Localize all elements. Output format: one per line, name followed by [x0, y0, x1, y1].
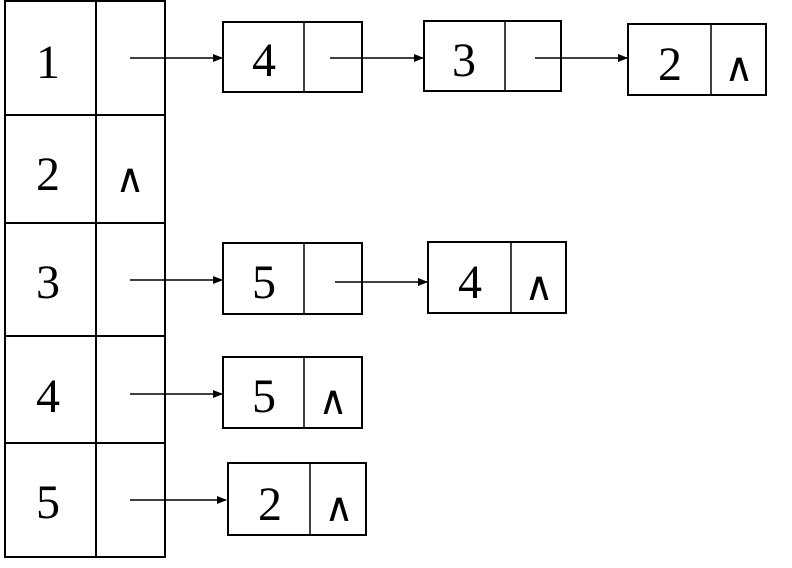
node-value: 5 — [252, 256, 276, 309]
list-node: 2 ∧ — [227, 462, 367, 536]
vertex-table — [4, 0, 166, 558]
null-pointer-symbol: ∧ — [324, 485, 353, 530]
null-pointer-symbol: ∧ — [115, 156, 144, 201]
vertex-label: 2 — [36, 148, 60, 201]
node-box — [427, 241, 567, 314]
list-node: 4 — [222, 21, 363, 93]
node-value: 4 — [458, 256, 482, 309]
node-box — [227, 462, 367, 536]
list-node: 2 ∧ — [627, 23, 767, 96]
node-box — [222, 21, 363, 93]
vertex-label: 4 — [36, 370, 60, 423]
vertex-label: 5 — [36, 476, 60, 529]
list-node: 5 — [222, 242, 363, 315]
list-node: 4 ∧ — [427, 241, 567, 314]
null-pointer-symbol: ∧ — [524, 264, 553, 309]
null-pointer-symbol: ∧ — [724, 45, 753, 90]
node-box — [222, 242, 363, 315]
list-node: 3 — [423, 20, 562, 92]
vertex-label: 3 — [36, 256, 60, 309]
list-node: 5 ∧ — [222, 356, 363, 429]
null-pointer-symbol: ∧ — [318, 378, 347, 423]
node-value: 2 — [258, 478, 282, 531]
node-value: 3 — [452, 34, 476, 87]
node-value: 2 — [658, 38, 682, 91]
node-box — [222, 356, 363, 429]
node-box — [627, 23, 767, 96]
vertex-label: 1 — [36, 36, 60, 89]
node-box — [423, 20, 562, 92]
node-value: 4 — [252, 34, 276, 87]
vertex-table-border — [4, 0, 166, 558]
node-value: 5 — [252, 370, 276, 423]
